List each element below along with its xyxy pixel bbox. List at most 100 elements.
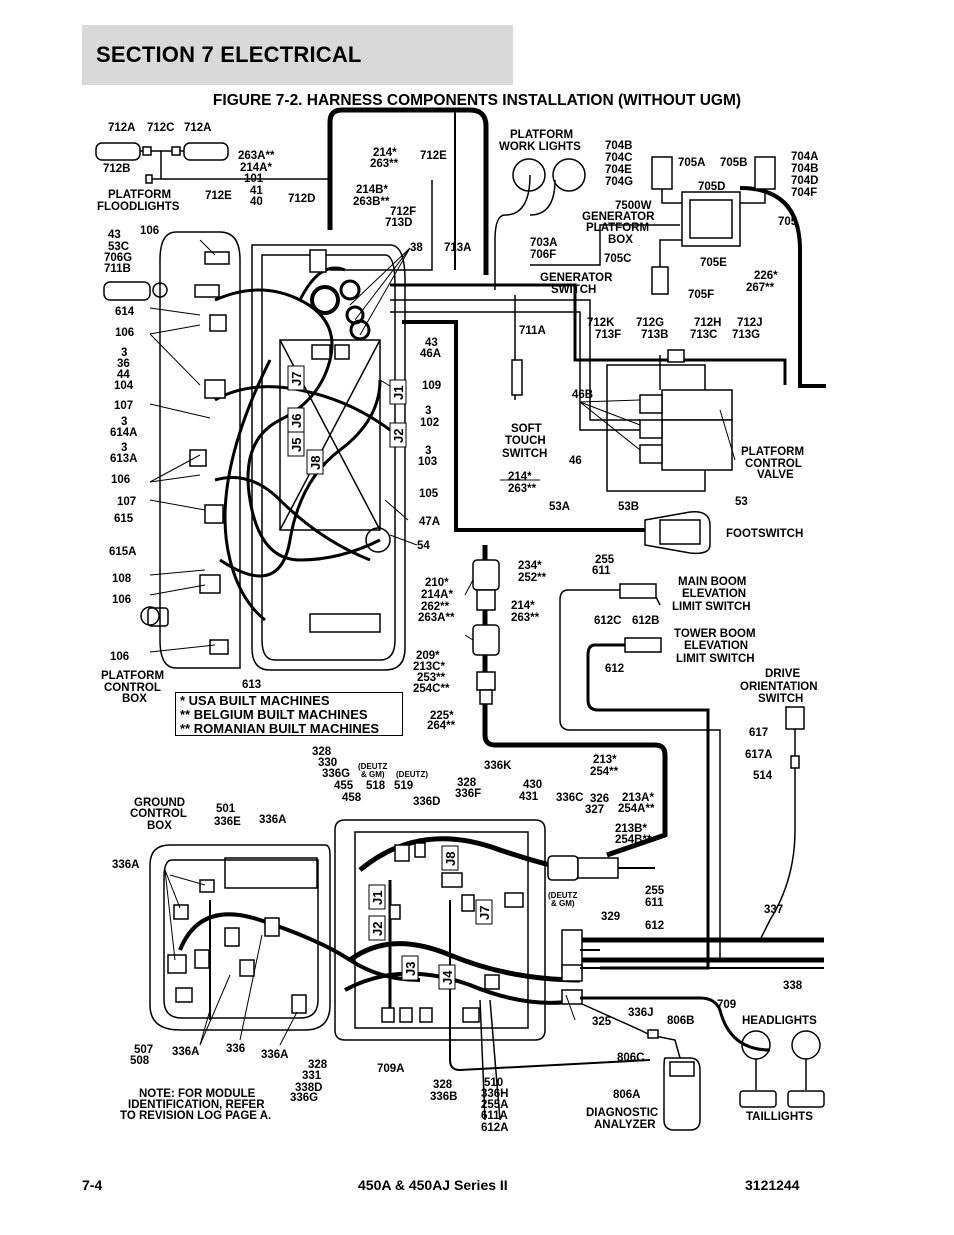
label: 704E xyxy=(605,164,632,176)
label: 705D xyxy=(698,181,726,193)
label: & GM) xyxy=(361,770,385,779)
label: 234* xyxy=(518,560,542,572)
label: 336H xyxy=(481,1088,509,1100)
label: 704D xyxy=(791,175,819,187)
connector-label: J7 xyxy=(477,906,492,920)
label: 41 xyxy=(250,185,263,197)
label: 336A xyxy=(112,859,140,871)
label: 612 xyxy=(645,920,664,932)
label: 225* xyxy=(430,710,454,722)
label: 214A* xyxy=(240,162,272,174)
connector-label: J7 xyxy=(289,372,304,386)
connector-label: J5 xyxy=(289,438,304,452)
label: 254A** xyxy=(618,803,655,815)
label: 329 xyxy=(601,911,620,923)
ground-control-box xyxy=(149,844,421,1031)
label: GROUND xyxy=(134,797,185,809)
label: 430 xyxy=(523,779,542,791)
label: SOFT xyxy=(511,423,542,435)
label: 53B xyxy=(618,501,639,513)
label: SWITCH xyxy=(502,448,547,460)
diagnostic-analyzer xyxy=(647,1029,701,1131)
label: 106 xyxy=(111,474,130,486)
label: 3 xyxy=(425,405,431,417)
label: 712E xyxy=(420,150,447,162)
label: 712K xyxy=(587,317,615,329)
label: 254C** xyxy=(413,683,450,695)
label: 3 xyxy=(121,416,127,428)
label: 514 xyxy=(753,770,773,782)
label: 109 xyxy=(422,380,441,392)
label: 255 xyxy=(645,885,665,897)
label: 252** xyxy=(518,572,547,584)
label: 38 xyxy=(410,242,423,254)
label: 338D xyxy=(295,1082,323,1094)
label: 613A xyxy=(110,453,138,465)
label: LIMIT SWITCH xyxy=(676,653,755,665)
label: 54 xyxy=(417,540,430,552)
label: 210* xyxy=(425,577,449,589)
label: 7500W xyxy=(615,200,652,212)
label: 614A xyxy=(110,427,138,439)
label: (DEUTZ xyxy=(358,762,387,771)
label: 106 xyxy=(140,225,159,237)
label: 36 xyxy=(117,358,130,370)
cable-footswitch xyxy=(402,320,645,532)
label: 455 xyxy=(334,780,354,792)
label: 713F xyxy=(595,329,621,341)
platform-floodlights xyxy=(95,142,330,184)
label: 709A xyxy=(377,1063,405,1075)
label: 263A** xyxy=(238,150,275,162)
label: PLATFORM xyxy=(108,189,171,201)
label: 46B xyxy=(572,389,593,401)
label: IDENTIFICATION, REFER xyxy=(128,1099,265,1111)
build-location-notes: * USA BUILT MACHINES ** BELGIUM BUILT MA… xyxy=(175,692,403,736)
label: 703A xyxy=(530,237,558,249)
label: 102 xyxy=(420,417,439,429)
label: 213* xyxy=(593,754,617,766)
label: 617A xyxy=(745,749,773,761)
label: 705B xyxy=(720,157,748,169)
label: 611 xyxy=(592,565,611,577)
label: 106 xyxy=(110,651,129,663)
label: 706F xyxy=(530,249,556,261)
label: 704B xyxy=(605,140,633,152)
label: 336G xyxy=(290,1092,318,1104)
label: 53C xyxy=(108,241,129,253)
label: ANALYZER xyxy=(594,1119,656,1131)
label: 3 xyxy=(121,347,127,359)
label: 711A xyxy=(519,325,546,337)
label: 44 xyxy=(117,369,130,381)
label: 611A xyxy=(481,1110,508,1122)
label: 336G xyxy=(322,768,350,780)
label: ORIENTATION xyxy=(740,681,818,693)
label: 705F xyxy=(688,289,714,301)
label: 328 xyxy=(457,777,477,789)
label: 713A xyxy=(444,242,472,254)
label: NOTE: FOR MODULE xyxy=(139,1088,256,1100)
label: 336E xyxy=(214,816,241,828)
label: 263** xyxy=(511,612,540,624)
connector-label: J1 xyxy=(370,891,385,905)
label: 336F xyxy=(455,788,481,800)
label: 226* xyxy=(754,270,778,282)
label: 713G xyxy=(732,329,760,341)
label: 706G xyxy=(104,252,132,264)
label: 705A xyxy=(678,157,706,169)
label: PLATFORM xyxy=(741,446,804,458)
label: SWITCH xyxy=(758,693,803,705)
note-belgium: ** BELGIUM BUILT MACHINES xyxy=(180,707,368,722)
labels: 712A 712C 712A 712B 263A** 214A* 101 41 … xyxy=(97,122,819,1134)
connector-label: J6 xyxy=(289,414,304,428)
connector-labels: J7 J6 J5 J8 J1 J2 J8 J1 J2 J3 J4 J7 xyxy=(287,365,493,990)
label: (DEUTZ) xyxy=(396,770,428,779)
label: 107 xyxy=(117,496,136,508)
label: 712J xyxy=(737,317,763,329)
work-light-right xyxy=(552,158,586,192)
label: PLATFORM xyxy=(586,222,649,234)
label: 709 xyxy=(717,999,736,1011)
label: 40 xyxy=(250,196,263,208)
label: 519 xyxy=(394,780,413,792)
note-usa: * USA BUILT MACHINES xyxy=(180,693,330,708)
